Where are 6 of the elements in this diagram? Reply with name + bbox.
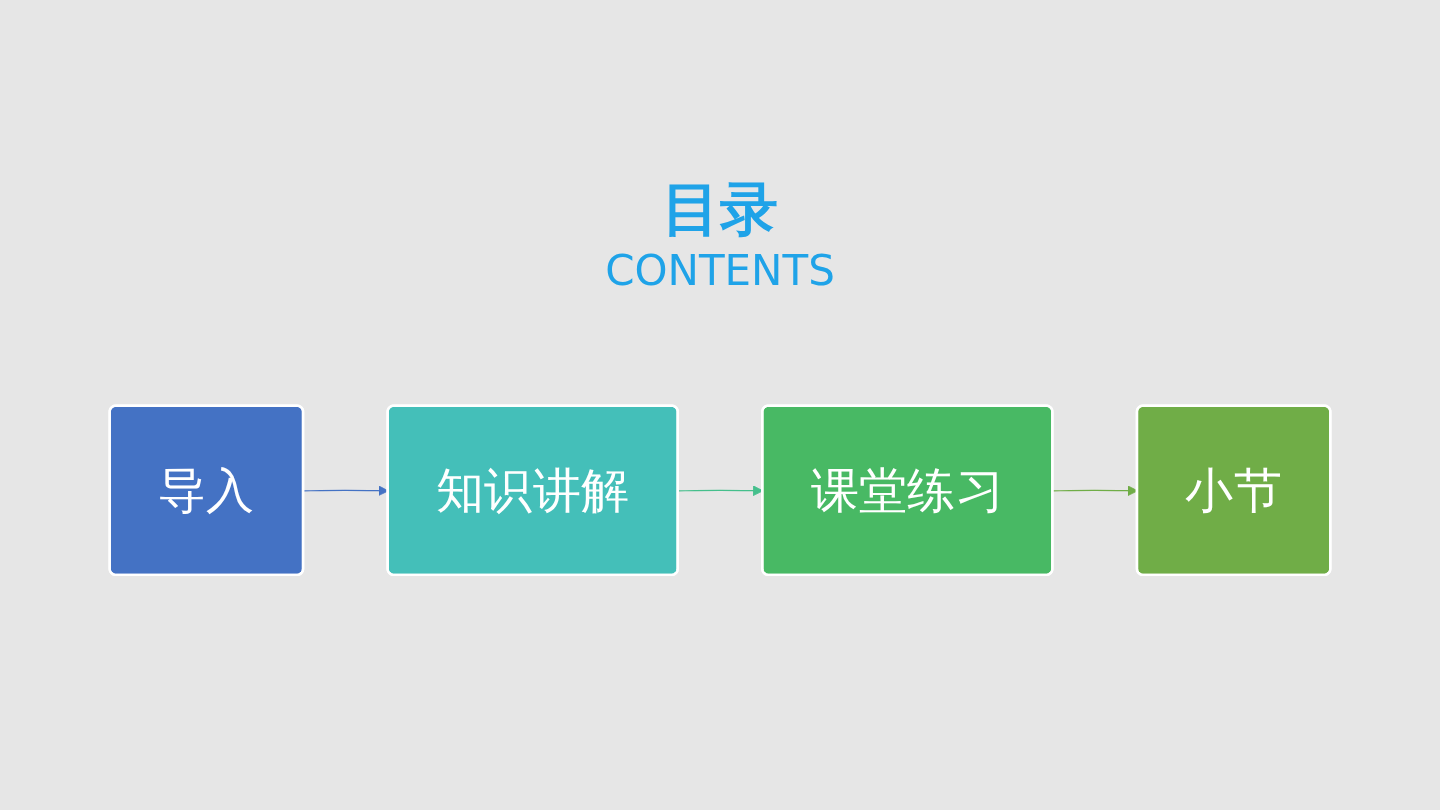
step-box: 导入	[108, 404, 305, 576]
title: 目录	[661, 180, 779, 238]
subtitle: CONTENTS	[604, 246, 836, 295]
step-box: 课堂练习	[761, 404, 1054, 576]
step-box: 小节	[1135, 404, 1332, 576]
step-box: 知识讲解	[386, 404, 679, 576]
